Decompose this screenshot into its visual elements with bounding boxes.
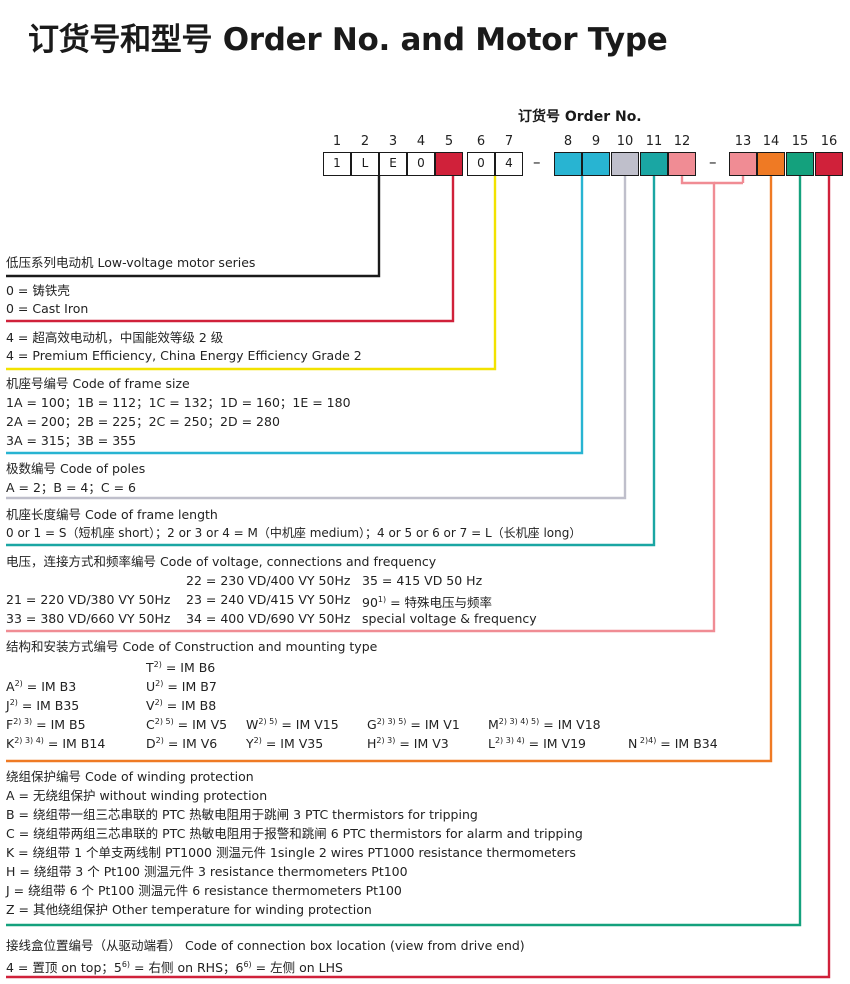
code-box-6: 0 <box>467 152 495 176</box>
mounting-code-d: D2) = IM V6 <box>146 736 218 752</box>
connector-green <box>6 176 802 927</box>
voltage-code-35: 35 = 415 VD 50 Hz <box>362 573 483 588</box>
code-box-11 <box>640 152 668 176</box>
winding-line-c: C = 绕组带两组三芯串联的 PTC 热敏电阻用于报警和跳闸 6 PTC the… <box>6 826 583 841</box>
mounting-code-n: N 2)4) = IM B34 <box>628 736 718 752</box>
position-number: 14 <box>762 134 780 149</box>
frame-size-line-3: 3A = 315；3B = 355 <box>6 433 137 448</box>
mounting-code-j: J2) = IM B35 <box>6 698 80 714</box>
mounting-code-l: L2) 3) 4) = IM V19 <box>488 736 587 752</box>
position-number: 16 <box>820 134 838 149</box>
mounting-code-c: C2) 5) = IM V5 <box>146 717 228 733</box>
winding-heading: 绕组保护编号 Code of winding protection <box>6 769 254 784</box>
mounting-code-t: T2) = IM B6 <box>146 660 216 676</box>
material-line-1: 0 = 铸铁壳 <box>6 283 70 298</box>
voltage-code-22: 22 = 230 VD/400 VY 50Hz <box>186 573 351 588</box>
position-number: 9 <box>591 134 601 149</box>
position-number: 7 <box>504 134 514 149</box>
voltage-code-21: 21 = 220 VD/380 VY 50Hz <box>6 592 171 607</box>
frame-size-line-2: 2A = 200；2B = 225；2C = 250；2D = 280 <box>6 414 280 429</box>
code-box-4: 0 <box>407 152 435 176</box>
connector-yellow <box>6 176 497 371</box>
mounting-code-k: K2) 3) 4) = IM B14 <box>6 736 106 752</box>
mounting-code-u: U2) = IM B7 <box>146 679 217 695</box>
voltage-special: special voltage & frequency <box>362 611 537 626</box>
mounting-code-h: H2) 3) = IM V3 <box>367 736 449 752</box>
code-box-2: L <box>351 152 379 176</box>
position-number: 6 <box>476 134 486 149</box>
efficiency-line-2: 4 = Premium Efficiency, China Energy Eff… <box>6 348 362 363</box>
connector-teal <box>6 176 656 547</box>
position-number: 2 <box>360 134 370 149</box>
connector-black <box>6 176 381 278</box>
mounting-code-a: A2) = IM B3 <box>6 679 77 695</box>
code-box-8 <box>554 152 582 176</box>
mounting-code-f: F2) 3) = IM B5 <box>6 717 86 733</box>
code-box-16 <box>815 152 843 176</box>
connector-red-box <box>6 176 831 979</box>
voltage-code-23: 23 = 240 VD/415 VY 50Hz <box>186 592 351 607</box>
connector-cyan <box>6 176 584 455</box>
position-number: 12 <box>673 134 691 149</box>
winding-line-z: Z = 其他绕组保护 Other temperature for winding… <box>6 902 372 917</box>
code-box-3: E <box>379 152 407 176</box>
voltage-code-90: 901) = 特殊电压与频率 <box>362 595 493 611</box>
code-box-5 <box>435 152 463 176</box>
box-location-heading: 接线盒位置编号（从驱动端看） Code of connection box lo… <box>6 938 525 953</box>
position-number: 5 <box>444 134 454 149</box>
mounting-code-g: G2) 3) 5) = IM V1 <box>367 717 460 733</box>
mounting-code-w: W2) 5) = IM V15 <box>246 717 339 733</box>
position-number: 15 <box>791 134 809 149</box>
separator-dash: – <box>709 153 717 171</box>
mounting-code-y: Y2) = IM V35 <box>246 736 324 752</box>
position-number: 10 <box>616 134 634 149</box>
frame-length-heading: 机座长度编号 Code of frame length <box>6 507 218 522</box>
winding-line-h: H = 绕组带 3 个 Pt100 测温元件 3 resistance ther… <box>6 864 408 879</box>
code-box-12 <box>668 152 696 176</box>
connector-red <box>6 176 455 323</box>
winding-line-k: K = 绕组带 1 个单支两线制 PT1000 测温元件 1single 2 w… <box>6 845 576 860</box>
series-heading: 低压系列电动机 Low-voltage motor series <box>6 255 256 270</box>
poles-line-1: A = 2；B = 4；C = 6 <box>6 480 136 495</box>
frame-size-heading: 机座号编号 Code of frame size <box>6 376 190 391</box>
connector-grey <box>6 176 627 500</box>
position-number: 11 <box>645 134 663 149</box>
position-number: 3 <box>388 134 398 149</box>
page-title: 订货号和型号 Order No. and Motor Type <box>28 22 668 58</box>
frame-length-line-1: 0 or 1 = S（短机座 short）；2 or 3 or 4 = M（中机… <box>6 526 582 540</box>
voltage-heading: 电压，连接方式和频率编号 Code of voltage, connection… <box>6 554 437 569</box>
material-line-2: 0 = Cast Iron <box>6 301 89 316</box>
code-box-1: 1 <box>323 152 351 176</box>
code-box-15 <box>786 152 814 176</box>
poles-heading: 极数编号 Code of poles <box>6 461 146 476</box>
frame-size-line-1: 1A = 100；1B = 112；1C = 132；1D = 160；1E =… <box>6 395 351 410</box>
order-number-label: 订货号 Order No. <box>518 109 642 125</box>
connector-orange <box>6 176 773 763</box>
winding-line-j: J = 绕组带 6 个 Pt100 测温元件 6 resistance ther… <box>6 883 402 898</box>
code-box-9 <box>582 152 610 176</box>
code-box-7: 4 <box>495 152 523 176</box>
separator-dash: – <box>533 153 541 171</box>
efficiency-line-1: 4 = 超高效电动机，中国能效等级 2 级 <box>6 330 224 345</box>
mounting-code-v: V2) = IM B8 <box>146 698 217 714</box>
voltage-code-34: 34 = 400 VD/690 VY 50Hz <box>186 611 351 626</box>
position-number: 4 <box>416 134 426 149</box>
winding-line-b: B = 绕组带一组三芯串联的 PTC 热敏电阻用于跳闸 3 PTC thermi… <box>6 807 478 822</box>
position-number: 1 <box>332 134 342 149</box>
code-box-10 <box>611 152 639 176</box>
position-number: 8 <box>563 134 573 149</box>
position-number: 13 <box>734 134 752 149</box>
code-box-14 <box>757 152 785 176</box>
construction-heading: 结构和安装方式编号 Code of Construction and mount… <box>6 639 378 654</box>
mounting-code-m: M2) 3) 4) 5) = IM V18 <box>488 717 601 733</box>
box-location-line: 4 = 置顶 on top；56) = 右侧 on RHS；66) = 左侧 o… <box>6 960 343 976</box>
voltage-code-33: 33 = 380 VD/660 VY 50Hz <box>6 611 171 626</box>
code-box-13 <box>729 152 757 176</box>
winding-line-a: A = 无绕组保护 without winding protection <box>6 788 268 803</box>
